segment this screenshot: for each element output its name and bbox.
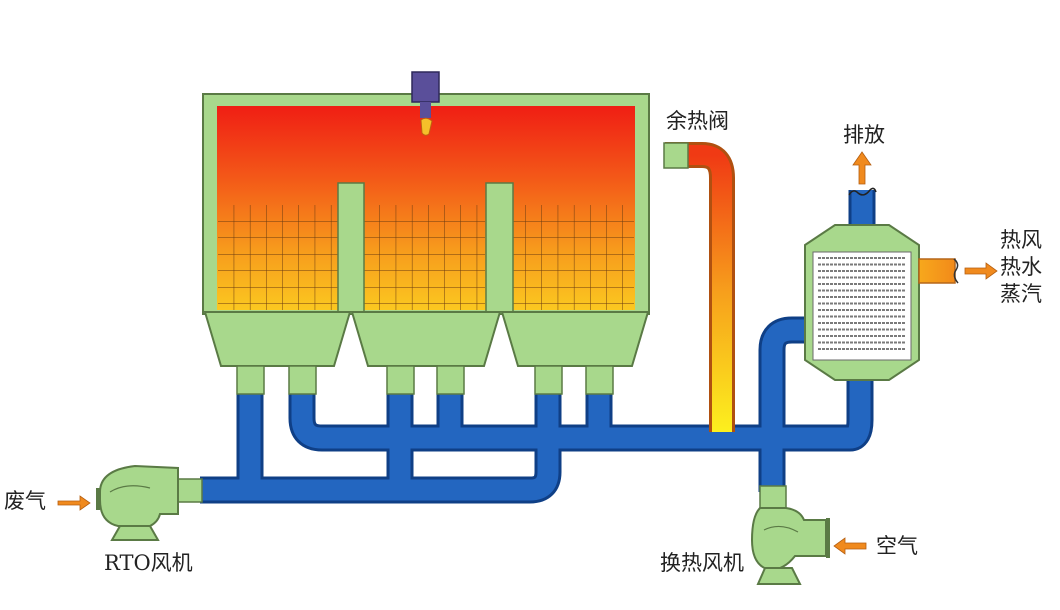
blue-duct-network [200, 190, 876, 504]
hot-output-pipe [918, 258, 959, 284]
burner-icon [411, 71, 440, 136]
heat-exchange-fan-label: 换热风机 [660, 551, 744, 575]
arrow-right-icon [964, 262, 998, 280]
heat-recovery-valve-label: 余热阀 [666, 109, 729, 133]
heat-recovery-valve [663, 142, 689, 169]
rto-fan [96, 464, 203, 541]
output-labels: 热风 热水 蒸汽 [1000, 230, 1056, 305]
output-hot-air: 热风 [1000, 228, 1042, 252]
heat-exchanger [804, 224, 920, 381]
output-hot-water: 热水 [1000, 255, 1042, 279]
waste-gas-label: 废气 [4, 489, 46, 513]
arrow-right-icon [57, 495, 91, 511]
exhaust-stack-cap [848, 187, 877, 196]
arrow-left-icon [833, 537, 867, 555]
output-steam: 蒸汽 [1000, 282, 1042, 306]
rto-fan-label: RTO风机 [104, 551, 193, 575]
exhaust-label: 排放 [843, 123, 885, 147]
arrow-up-icon [852, 151, 872, 185]
rto-furnace [202, 93, 650, 395]
heat-recovery-pipe [665, 142, 735, 432]
air-label: 空气 [876, 534, 918, 558]
heat-exchange-fan [750, 485, 830, 585]
